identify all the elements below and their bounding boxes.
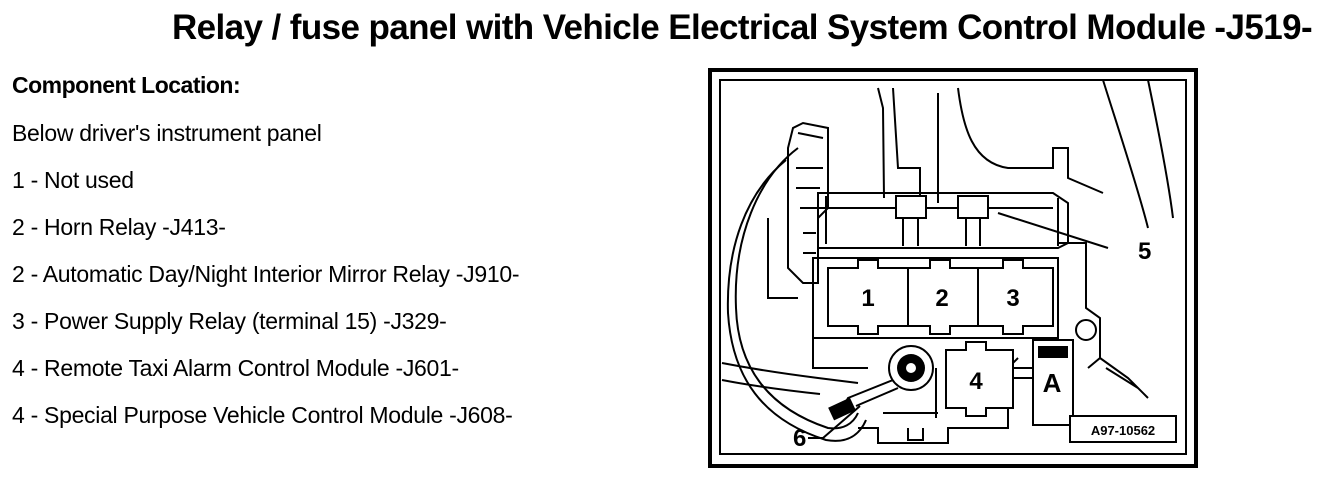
location-description: Below driver's instrument panel	[12, 120, 322, 146]
component-legend: Component Location: Below driver's instr…	[12, 72, 692, 449]
legend-item-4b: 4 - Special Purpose Vehicle Control Modu…	[12, 402, 513, 428]
relay-panel-diagram: 1 2 3 4 5 6 A A97-10562	[708, 68, 1198, 468]
legend-item-4a: 4 - Remote Taxi Alarm Control Module -J6…	[12, 355, 459, 381]
callout-label-6: 6	[793, 425, 806, 452]
block-a	[1012, 339, 1074, 426]
relay-label-4: 4	[969, 368, 983, 395]
legend-item-1: 1 - Not used	[12, 167, 134, 193]
relay-socket-4	[945, 341, 1014, 417]
relay-label-2: 2	[935, 285, 948, 312]
legend-item-2a: 2 - Horn Relay -J413-	[12, 214, 226, 240]
relay-sockets	[827, 259, 1054, 335]
callout-5-leader	[997, 212, 1109, 249]
figure-code: A97-10562	[1091, 423, 1155, 438]
page-title: Relay / fuse panel with Vehicle Electric…	[172, 8, 1313, 47]
relay-socket-3	[977, 259, 1054, 335]
upper-connectors	[895, 195, 989, 246]
ground-bolt	[828, 345, 934, 421]
callout-label-5: 5	[1138, 238, 1151, 265]
legend-item-3: 3 - Power Supply Relay (terminal 15) -J3…	[12, 308, 447, 334]
legend-item-2b: 2 - Automatic Day/Night Interior Mirror …	[12, 261, 520, 287]
figure-code-box	[1069, 415, 1177, 443]
relay-label-3: 3	[1006, 285, 1019, 312]
panel-linework	[721, 79, 1174, 444]
callout-6-leader	[808, 405, 861, 439]
relay-panel-illustration: 1 2 3 4 5 6 A A97-10562	[708, 68, 1198, 468]
relay-label-1: 1	[861, 285, 874, 312]
legend-heading: Component Location:	[12, 72, 241, 98]
block-a-label: A	[1043, 368, 1062, 398]
